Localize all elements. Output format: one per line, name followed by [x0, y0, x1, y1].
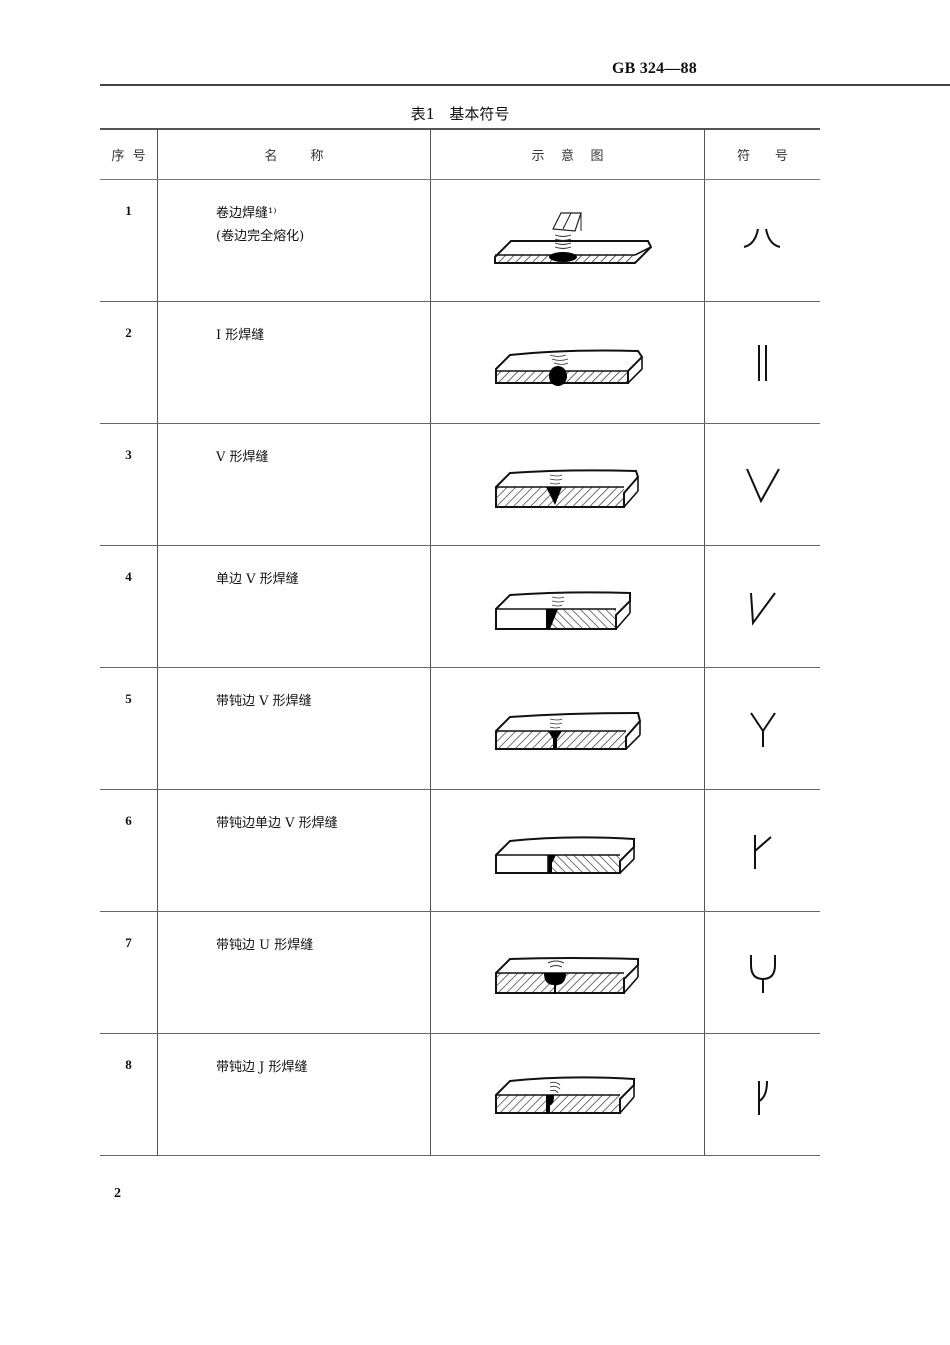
table-title: 表1 基本符号 — [410, 105, 510, 123]
v-butt-weld-diagram — [431, 424, 705, 545]
flanged-butt-weld-diagram — [431, 180, 705, 301]
weld-name-note: (卷边完全熔化) — [216, 229, 305, 244]
header-symbol-label: 符 号 — [737, 149, 788, 164]
row-number: 6 — [100, 790, 158, 911]
weld-name: 带钝边 J 形焊缝 — [216, 1060, 308, 1075]
weld-name: 带钝边单边 V 形焊缝 — [216, 816, 338, 831]
half-y-symbol-icon — [753, 834, 772, 869]
single-bevel-symbol-icon — [749, 591, 776, 626]
row-number: 1 — [100, 180, 158, 301]
header-name-label: 名 称 — [264, 149, 324, 164]
row-name: V 形焊缝 — [158, 424, 431, 545]
bevel-root-face-weld-diagram — [431, 790, 705, 911]
header-rule — [100, 84, 950, 86]
v-root-face-weld-diagram — [431, 668, 705, 789]
square-butt-weld-diagram — [431, 302, 705, 423]
row-number: 2 — [100, 302, 158, 423]
v-weld-symbol-icon — [745, 468, 780, 503]
v-weld-illustration — [494, 468, 639, 508]
table-top-rule — [100, 128, 820, 130]
i-weld-symbol-icon — [757, 344, 767, 381]
single-bevel-weld-diagram — [431, 546, 705, 667]
weld-name: 带钝边 V 形焊缝 — [216, 694, 312, 709]
row-name: 带钝边 J 形焊缝 — [158, 1034, 431, 1155]
u-weld-symbol-icon — [749, 954, 776, 993]
header-diagram: 示 意 图 — [431, 130, 705, 179]
half-y-symbol — [705, 790, 820, 911]
v-weld-symbol — [705, 424, 820, 545]
table-row: 7 带钝边 U 形焊缝 — [100, 912, 820, 1034]
u-weld-symbol — [705, 912, 820, 1033]
table-header: 序 号 名 称 示 意 图 符 号 — [100, 130, 820, 180]
table-row: 8 带钝边 J 形焊缝 — [100, 1034, 820, 1156]
row-name: 卷边焊缝¹⁾ (卷边完全熔化) — [158, 180, 431, 301]
j-weld-illustration — [494, 1075, 635, 1114]
standard-code: GB 324—88 — [612, 60, 697, 77]
j-weld-diagram — [431, 1034, 705, 1155]
weld-name: V 形焊缝 — [216, 450, 269, 465]
row-number: 5 — [100, 668, 158, 789]
weld-name: 卷边焊缝¹⁾ — [216, 206, 277, 221]
table-row: 1 卷边焊缝¹⁾ (卷边完全熔化) — [100, 180, 820, 302]
table-row: 4 单边 V 形焊缝 — [100, 546, 820, 668]
j-weld-symbol — [705, 1034, 820, 1155]
header-no-label: 序 号 — [111, 149, 146, 164]
table-row: 5 带钝边 V 形焊缝 — [100, 668, 820, 790]
row-name: 带钝边 V 形焊缝 — [158, 668, 431, 789]
bevel-root-face-illustration — [494, 835, 635, 874]
row-name: 带钝边 U 形焊缝 — [158, 912, 431, 1033]
header-symbol: 符 号 — [705, 130, 820, 179]
page-number: 2 — [114, 1186, 121, 1201]
flanged-weld-symbol-icon — [743, 228, 780, 248]
row-number: 8 — [100, 1034, 158, 1155]
flanged-weld-symbol — [705, 180, 820, 301]
u-weld-diagram — [431, 912, 705, 1033]
y-weld-symbol-icon — [749, 711, 776, 747]
header-no: 序 号 — [100, 130, 158, 179]
weld-name: I 形焊缝 — [216, 328, 265, 343]
header-name: 名 称 — [158, 130, 431, 179]
row-number: 3 — [100, 424, 158, 545]
y-weld-symbol — [705, 668, 820, 789]
row-name: 带钝边单边 V 形焊缝 — [158, 790, 431, 911]
header-diagram-label: 示 意 图 — [531, 149, 604, 164]
j-weld-symbol-icon — [757, 1080, 768, 1115]
basic-symbols-table: 序 号 名 称 示 意 图 符 号 1 卷边焊缝¹⁾ (卷边完全熔化) — [100, 128, 820, 1156]
row-name: 单边 V 形焊缝 — [158, 546, 431, 667]
row-number: 7 — [100, 912, 158, 1033]
i-weld-symbol — [705, 302, 820, 423]
square-weld-illustration — [494, 349, 643, 386]
weld-name: 带钝边 U 形焊缝 — [216, 938, 314, 953]
v-root-face-illustration — [494, 711, 641, 750]
flanged-weld-illustration — [493, 211, 652, 264]
single-bevel-illustration — [494, 590, 631, 630]
single-bevel-symbol — [705, 546, 820, 667]
u-weld-illustration — [494, 956, 639, 994]
row-number: 4 — [100, 546, 158, 667]
table-row: 2 I 形焊缝 — [100, 302, 820, 424]
row-name: I 形焊缝 — [158, 302, 431, 423]
weld-name: 单边 V 形焊缝 — [216, 572, 299, 587]
table-row: 3 V 形焊缝 — [100, 424, 820, 546]
table-row: 6 带钝边单边 V 形焊缝 — [100, 790, 820, 912]
